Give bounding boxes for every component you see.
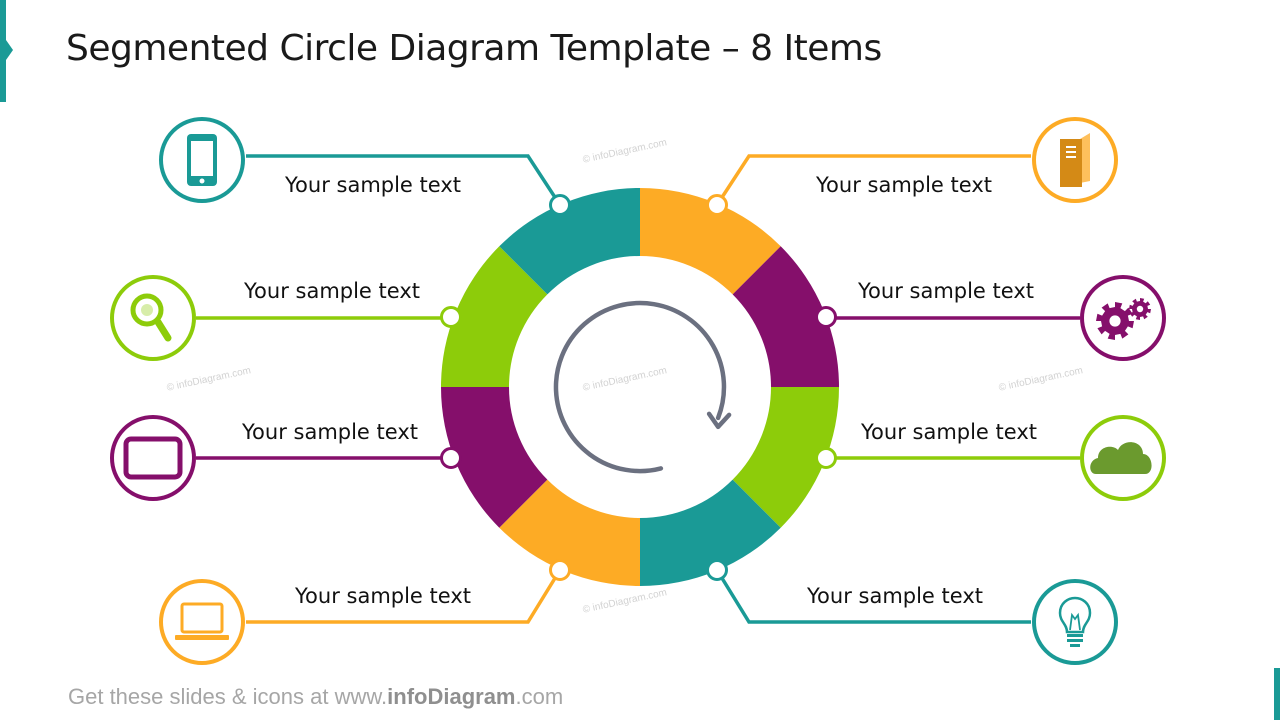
slide-title: Segmented Circle Diagram Template – 8 It… xyxy=(66,28,882,69)
lightbulb-icon xyxy=(1058,596,1092,647)
connector-line xyxy=(246,154,562,206)
laptop-icon xyxy=(175,602,229,640)
footer-suffix: .com xyxy=(515,684,564,709)
anchor-dot xyxy=(549,194,571,216)
smartphone-icon xyxy=(187,134,217,186)
segment-top-right xyxy=(640,188,781,295)
segment-top-left xyxy=(499,188,640,295)
item-label: Your sample text xyxy=(861,420,1037,444)
anchor-dot xyxy=(706,559,728,581)
segment-bottom-right xyxy=(640,479,781,586)
anchor-dot xyxy=(549,559,571,581)
segment-right-upper xyxy=(732,246,839,387)
icon-circle xyxy=(159,579,245,665)
connector-line xyxy=(715,154,1031,206)
segment-left-upper xyxy=(441,246,548,387)
footer-brand: infoDiagram xyxy=(387,684,516,709)
item-label: Your sample text xyxy=(242,420,418,444)
server-icon xyxy=(1060,133,1090,187)
magnifier-icon xyxy=(130,293,172,342)
connector-line xyxy=(715,569,1031,624)
item-label: Your sample text xyxy=(858,279,1034,303)
anchor-dot xyxy=(815,447,837,469)
anchor-dot xyxy=(440,447,462,469)
footer-prefix: Get these slides & icons at www. xyxy=(68,684,388,709)
left-accent-bar xyxy=(0,0,6,102)
right-accent-bar xyxy=(1274,668,1280,720)
item-label: Your sample text xyxy=(295,584,471,608)
item-label: Your sample text xyxy=(816,173,992,197)
cloud-icon xyxy=(1090,442,1152,474)
tablet-icon xyxy=(123,436,183,480)
item-label: Your sample text xyxy=(285,173,461,197)
anchor-dot xyxy=(815,306,837,328)
icon-circle xyxy=(1032,579,1118,665)
anchor-dot xyxy=(706,194,728,216)
gears-icon xyxy=(1096,298,1151,340)
connector-line xyxy=(246,569,562,624)
icon-circle xyxy=(110,275,196,361)
segment-left-lower xyxy=(441,387,548,528)
segment-right-lower xyxy=(732,387,839,528)
footer-credit: Get these slides & icons at www.infoDiag… xyxy=(68,684,563,710)
cycle-arrow-icon xyxy=(553,300,732,474)
segment-bottom-left xyxy=(499,479,640,586)
item-label: Your sample text xyxy=(807,584,983,608)
item-label: Your sample text xyxy=(244,279,420,303)
anchor-dot xyxy=(440,306,462,328)
left-accent-tip xyxy=(6,40,13,60)
